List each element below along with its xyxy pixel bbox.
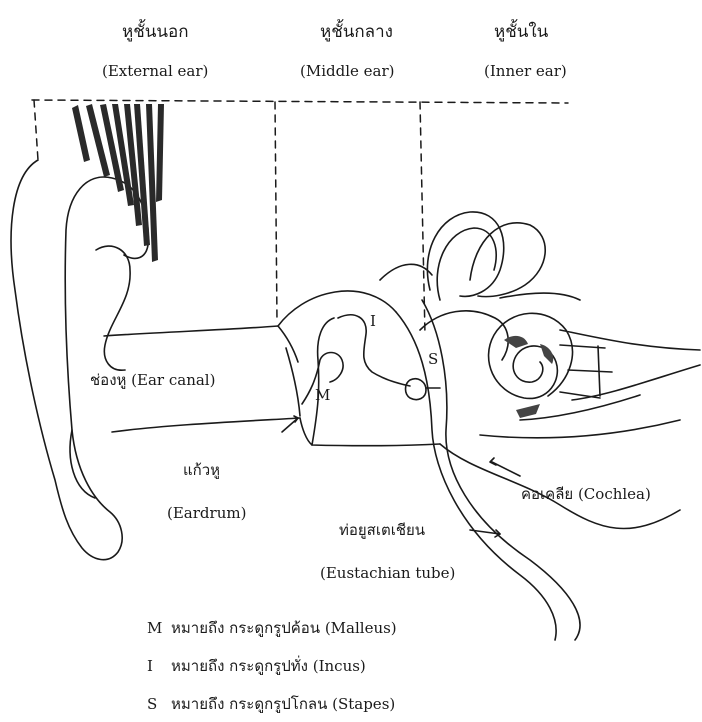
eustachian-tube bbox=[422, 300, 580, 640]
pinna-inner-fold bbox=[96, 246, 130, 370]
cochlea-label: คอเคลีย (Cochlea) bbox=[521, 482, 651, 506]
stapes-bone bbox=[406, 379, 427, 400]
legend-text: หมายถึง กระดูกรูปโกลน (Stapes) bbox=[171, 695, 395, 713]
eardrum-membrane bbox=[286, 348, 300, 416]
cochlea-pointer bbox=[492, 462, 520, 476]
cochlea-spiral bbox=[489, 313, 573, 398]
eardrum-label-english: (Eardrum) bbox=[167, 504, 246, 522]
ear-canal-outline bbox=[104, 326, 298, 362]
stapes-marker: S bbox=[428, 350, 438, 368]
ear-canal-label: ช่องหู (Ear canal) bbox=[90, 368, 215, 392]
malleus-marker: M bbox=[315, 386, 330, 404]
section-title-middle-thai: หูชั้นกลาง bbox=[320, 18, 393, 45]
pinna-outline bbox=[11, 160, 148, 560]
section-title-inner-english: (Inner ear) bbox=[484, 62, 567, 80]
legend-text: หมายถึง กระดูกรูปค้อน (Malleus) bbox=[171, 619, 397, 637]
semicircular-canal-3 bbox=[470, 223, 545, 297]
eardrum-label-thai: แก้วหู bbox=[183, 458, 220, 482]
eustachian-tube-label-english: (Eustachian tube) bbox=[320, 564, 455, 582]
legend-text: หมายถึง กระดูกรูปทั่ง (Incus) bbox=[171, 657, 366, 675]
eustachian-tube-label-thai: ท่อยูสเตเชียน bbox=[339, 518, 425, 542]
legend-letter: M bbox=[147, 619, 171, 637]
section-title-inner-thai: หูชั้นใน bbox=[494, 18, 548, 45]
middle-ear-cavity bbox=[300, 418, 440, 446]
legend-letter: S bbox=[147, 695, 171, 713]
semicircular-canal-1 bbox=[427, 212, 503, 296]
incus-marker: I bbox=[370, 312, 376, 330]
section-title-middle-english: (Middle ear) bbox=[300, 62, 395, 80]
section-title-external-english: (External ear) bbox=[102, 62, 208, 80]
legend-letter: I bbox=[147, 657, 171, 675]
section-title-external-thai: หูชั้นนอก bbox=[122, 18, 189, 45]
semicircular-canal-2 bbox=[437, 228, 496, 300]
